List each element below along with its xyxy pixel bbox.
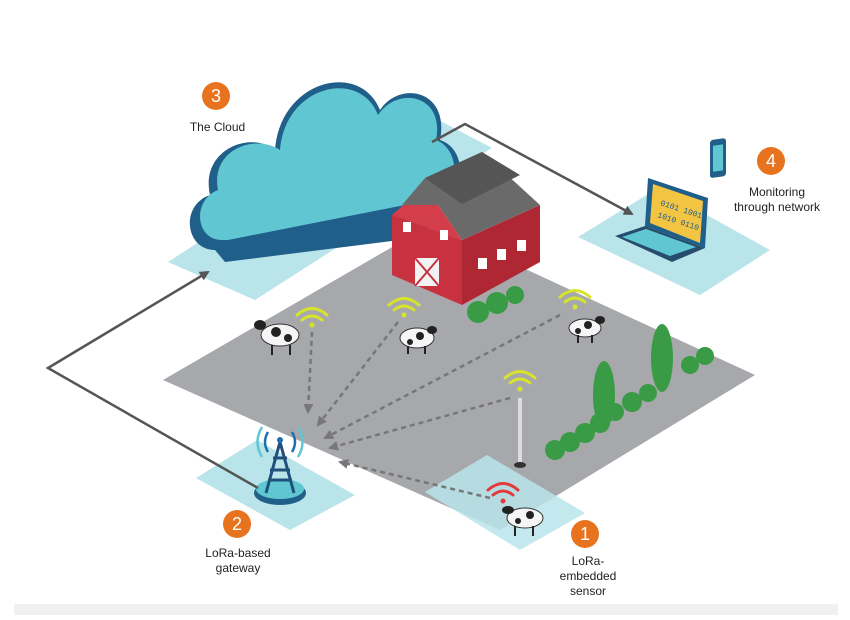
tree-icon — [545, 324, 714, 460]
gateway-to-cloud-arrow — [45, 270, 259, 490]
wifi-signal-icon — [503, 370, 537, 392]
cow-icon — [254, 320, 300, 355]
cow-icon — [568, 316, 605, 343]
step-badge-2: 2 — [223, 510, 251, 538]
cow-icon — [399, 326, 437, 354]
step-label-3: The Cloud — [180, 120, 255, 135]
step-label-1-line: sensor — [569, 584, 607, 598]
step-badge-1: 1 — [571, 520, 599, 548]
wifi-signal-icon — [295, 307, 329, 328]
wifi-signal-icon — [486, 482, 520, 504]
step-label-1-line: LoRa- — [571, 554, 605, 568]
gateway-tower-icon — [254, 426, 306, 505]
step-label-2-line: LoRa-based — [205, 546, 271, 560]
step-label-4: Monitoring through network — [727, 185, 827, 215]
wifi-signal-icon — [387, 297, 421, 318]
step-label-2-line: gateway — [215, 561, 261, 575]
phone-icon — [710, 138, 726, 178]
bush-icon — [467, 286, 524, 323]
step-label-3-line: The Cloud — [189, 120, 246, 134]
step-badge-4: 4 — [757, 147, 785, 175]
barn-icon — [392, 152, 540, 305]
wifi-signal-icon — [558, 289, 592, 310]
step-badge-3: 3 — [202, 82, 230, 110]
step-label-4-line: Monitoring — [748, 185, 806, 199]
sensor-pole-icon — [514, 398, 526, 468]
farm-ground — [163, 225, 755, 530]
cow-icon — [502, 506, 544, 536]
laptop-icon: 0101 1001 1010 0110 — [615, 178, 708, 262]
cloud-to-laptop-arrow — [431, 122, 634, 216]
sensor-to-gateway-arrows — [303, 313, 561, 500]
step-label-2: LoRa-based gateway — [190, 546, 286, 576]
step-label-1-line: embedded — [559, 569, 617, 583]
step-label-1: LoRa- embedded sensor — [558, 554, 618, 599]
step-label-4-line: through network — [733, 200, 821, 214]
bottom-band — [14, 604, 838, 615]
